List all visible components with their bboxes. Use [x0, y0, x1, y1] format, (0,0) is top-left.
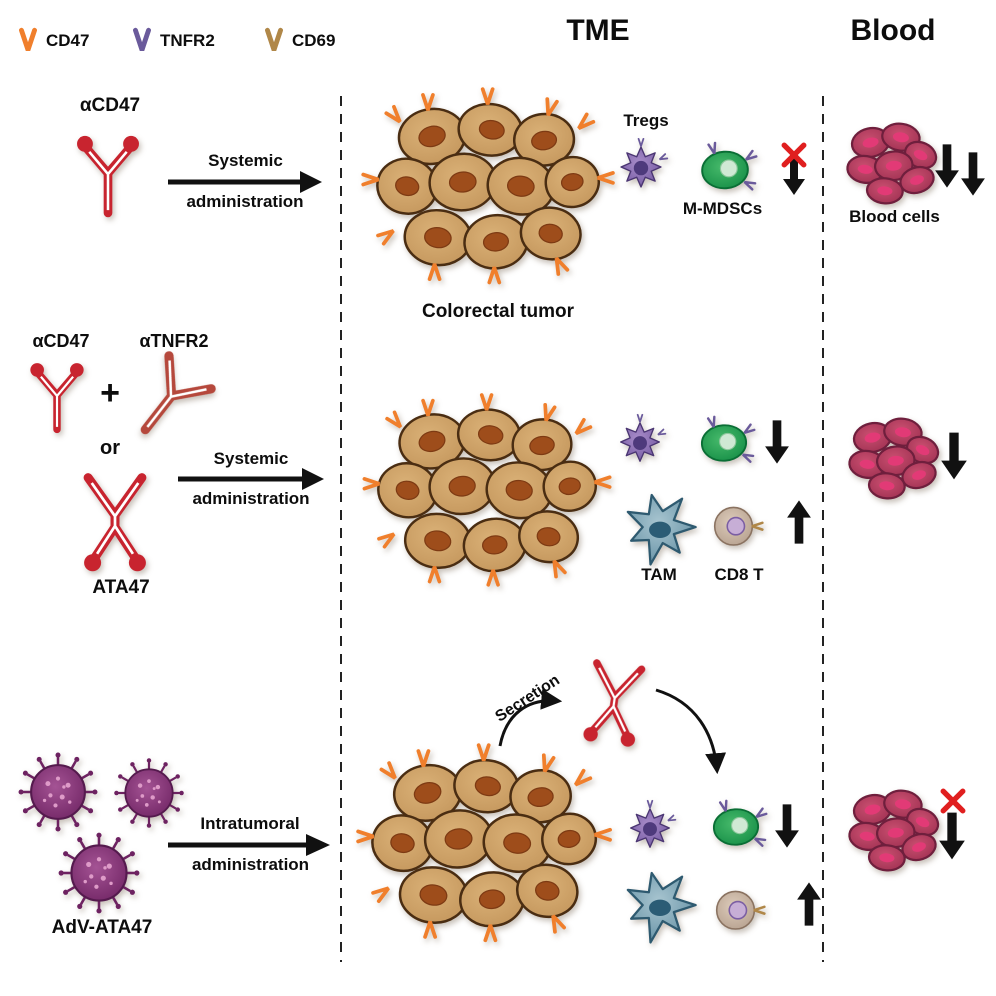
or-label: or [100, 437, 120, 459]
ata47-molecule-icon [70, 466, 160, 578]
down-arrow-icon [774, 800, 800, 852]
row2-treatment1-label: αCD47 [32, 331, 90, 351]
cd8-t-cell-icon-row3 [712, 882, 770, 940]
row3-admin-line2: administration [191, 855, 310, 874]
row2-admin-arrow [178, 468, 324, 490]
row1-treatment-label: αCD47 [79, 95, 141, 116]
treg-cell-icon-row2 [610, 412, 670, 472]
row2-cd8-label: CD8 T [714, 565, 764, 584]
row1-blood-label: Blood cells [849, 207, 940, 226]
adenovirus-icon [16, 750, 100, 834]
tnfr2-receptor-icon [130, 27, 154, 51]
secretion-arrow [498, 688, 563, 747]
legend-label-cd69: CD69 [292, 31, 336, 50]
blood-cells-icon-row3 [844, 786, 944, 876]
row1-admin-line1: Systemic [208, 151, 283, 170]
mdsc-cell-icon-row1 [686, 138, 764, 202]
header-blood: Blood [850, 14, 936, 47]
secreted-ata47-icon [570, 651, 658, 755]
blocked-x-icon [781, 142, 807, 168]
tumor-cluster-row2 [350, 386, 620, 606]
tam-cell-icon-row2 [616, 486, 704, 570]
treg-cell-icon-row1 [610, 136, 672, 198]
blood-cells-icon-row1 [842, 118, 942, 210]
cd47-receptor-icon [16, 27, 40, 51]
row3-treatment-label: AdV-ATA47 [51, 917, 153, 938]
row1-mdscs-label: M-MDSCs [682, 199, 763, 218]
row2-admin-line1: Systemic [213, 449, 289, 468]
cd8-t-cell-icon-row2 [710, 498, 768, 556]
blocked-x-icon [940, 788, 966, 814]
tumor-cluster-row3 [344, 736, 620, 962]
mdsc-cell-icon-row2 [686, 412, 762, 474]
cd69-receptor-icon [262, 27, 286, 51]
row1-admin-line2: administration [186, 192, 304, 211]
down-arrow-icon [934, 140, 960, 192]
header-tme: TME [566, 14, 630, 47]
adenovirus-icon [56, 830, 142, 916]
down-arrow-icon [940, 428, 968, 484]
tam-cell-icon-row3 [616, 864, 704, 948]
mdsc-cell-icon-row3 [698, 796, 774, 858]
down-arrow-icon [960, 148, 986, 200]
up-arrow-icon [786, 494, 812, 550]
up-arrow-icon [796, 876, 822, 932]
acd47-antibody-icon [72, 128, 144, 218]
row2-treatment2-label: αTNFR2 [139, 331, 209, 351]
row1-tregs-label: Tregs [623, 111, 669, 130]
treg-cell-icon-row3 [620, 798, 680, 858]
row1-admin-arrow [168, 171, 322, 193]
secreted-to-cells-arrow [655, 688, 727, 775]
row3-admin-line1: Intratumoral [200, 814, 300, 833]
legend-label-tnfr2: TNFR2 [160, 31, 215, 50]
row2-admin-line2: administration [192, 489, 310, 508]
down-arrow-icon [764, 416, 790, 468]
plus-sign: + [100, 374, 120, 412]
row3-admin-arrow [168, 834, 330, 856]
tumor-cluster-row1 [348, 80, 624, 304]
down-arrow-icon [938, 806, 966, 866]
row1-tumor-label: Colorectal tumor [421, 301, 575, 322]
row2-tam-label: TAM [641, 565, 677, 584]
blood-cells-icon-row2 [844, 414, 944, 504]
row2-treatment3-label: ATA47 [92, 577, 150, 598]
legend-label-cd47: CD47 [46, 31, 90, 50]
acd47-antibody-icon [26, 356, 88, 434]
